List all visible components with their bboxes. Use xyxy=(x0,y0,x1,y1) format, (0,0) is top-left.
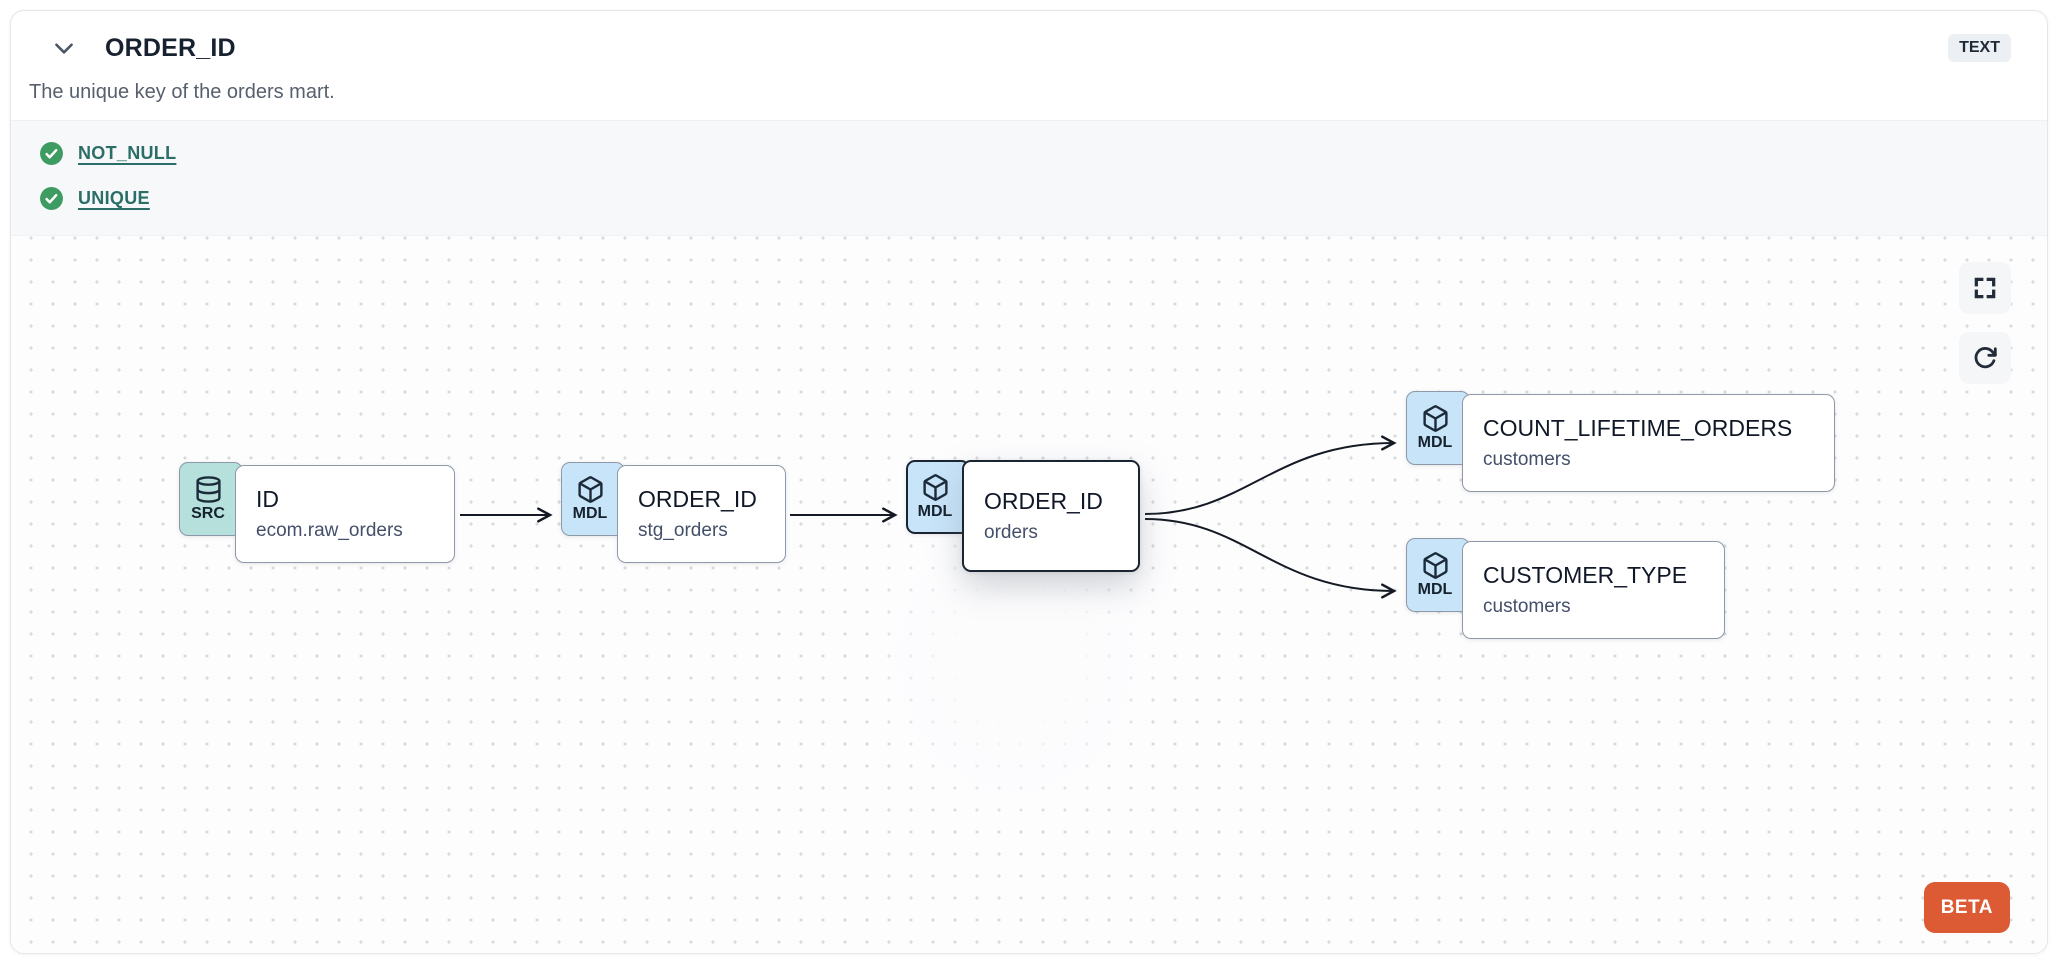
test-row: NOT_NULL xyxy=(39,141,2019,166)
node-title: COUNT_LIFETIME_ORDERS xyxy=(1483,415,1793,441)
page-title: ORDER_ID xyxy=(105,33,236,62)
node-title: ORDER_ID xyxy=(638,486,757,512)
node-type-badge-src: SRC xyxy=(179,462,243,536)
title-row: ORDER_ID TEXT xyxy=(29,33,2011,63)
lineage-node-customers-count-lifetime-orders[interactable]: MDL COUNT_LIFETIME_ORDERS customers xyxy=(1406,391,1835,492)
node-card: ORDER_ID orders xyxy=(962,460,1140,572)
column-description: The unique key of the orders mart. xyxy=(29,81,335,103)
check-circle-icon xyxy=(39,141,64,166)
node-type-badge-mdl: MDL xyxy=(1406,391,1470,465)
panel-header: ORDER_ID TEXT The unique key of the orde… xyxy=(11,11,2047,120)
node-type-badge-mdl: MDL xyxy=(1406,538,1470,612)
lineage-edges xyxy=(460,435,1397,599)
beta-badge-button[interactable]: BETA xyxy=(1923,882,2010,933)
cube-icon xyxy=(576,475,605,504)
lineage-node-stg-orders-order-id[interactable]: MDL ORDER_ID stg_orders xyxy=(561,462,786,563)
node-badge-label: MDL xyxy=(572,505,608,522)
node-type-badge-mdl: MDL xyxy=(906,460,970,534)
refresh-icon xyxy=(1972,345,1998,371)
node-card: COUNT_LIFETIME_ORDERS customers xyxy=(1462,394,1835,492)
node-type-badge-mdl: MDL xyxy=(561,462,625,536)
cube-icon xyxy=(1421,404,1450,433)
collapse-button[interactable] xyxy=(49,33,79,63)
cube-icon xyxy=(921,473,950,502)
node-subtitle: orders xyxy=(984,522,1038,543)
node-title: ID xyxy=(256,486,279,512)
lineage-node-orders-order-id-selected[interactable]: MDL ORDER_ID orders xyxy=(906,460,1140,572)
node-card: ORDER_ID stg_orders xyxy=(617,465,786,563)
edge-orders-to-count-lifetime-orders xyxy=(1144,435,1397,515)
edge-orders-to-customer-type xyxy=(1144,518,1397,599)
lineage-canvas[interactable]: SRC ID ecom.raw_orders MDL ORDER_ID stg_… xyxy=(11,235,2047,953)
node-badge-label: MDL xyxy=(1417,434,1453,451)
chevron-down-icon xyxy=(51,35,77,61)
fullscreen-icon xyxy=(1972,275,1998,301)
node-badge-label: SRC xyxy=(191,505,225,522)
column-details-panel: ORDER_ID TEXT The unique key of the orde… xyxy=(10,10,2048,954)
tests-section: NOT_NULL UNIQUE xyxy=(11,120,2047,235)
test-link-unique[interactable]: UNIQUE xyxy=(78,188,150,208)
column-type-badge: TEXT xyxy=(1948,34,2011,62)
cube-icon xyxy=(1421,551,1450,580)
lineage-node-ecom-raw-orders-id[interactable]: SRC ID ecom.raw_orders xyxy=(179,462,455,563)
fullscreen-button[interactable] xyxy=(1959,262,2011,314)
node-badge-label: MDL xyxy=(1417,581,1453,598)
node-subtitle: ecom.raw_orders xyxy=(256,520,403,541)
test-link-not-null[interactable]: NOT_NULL xyxy=(78,143,177,163)
test-row: UNIQUE xyxy=(39,186,2019,211)
node-subtitle: stg_orders xyxy=(638,520,728,541)
node-title: ORDER_ID xyxy=(984,488,1103,514)
lineage-node-customers-customer-type[interactable]: MDL CUSTOMER_TYPE customers xyxy=(1406,538,1725,639)
node-badge-label: MDL xyxy=(917,503,953,520)
node-card: ID ecom.raw_orders xyxy=(235,465,455,563)
database-icon xyxy=(194,475,223,504)
check-circle-icon xyxy=(39,186,64,211)
node-subtitle: customers xyxy=(1483,596,1571,617)
refresh-button[interactable] xyxy=(1959,332,2011,384)
node-title: CUSTOMER_TYPE xyxy=(1483,562,1688,588)
node-card: CUSTOMER_TYPE customers xyxy=(1462,541,1725,639)
node-subtitle: customers xyxy=(1483,449,1571,470)
